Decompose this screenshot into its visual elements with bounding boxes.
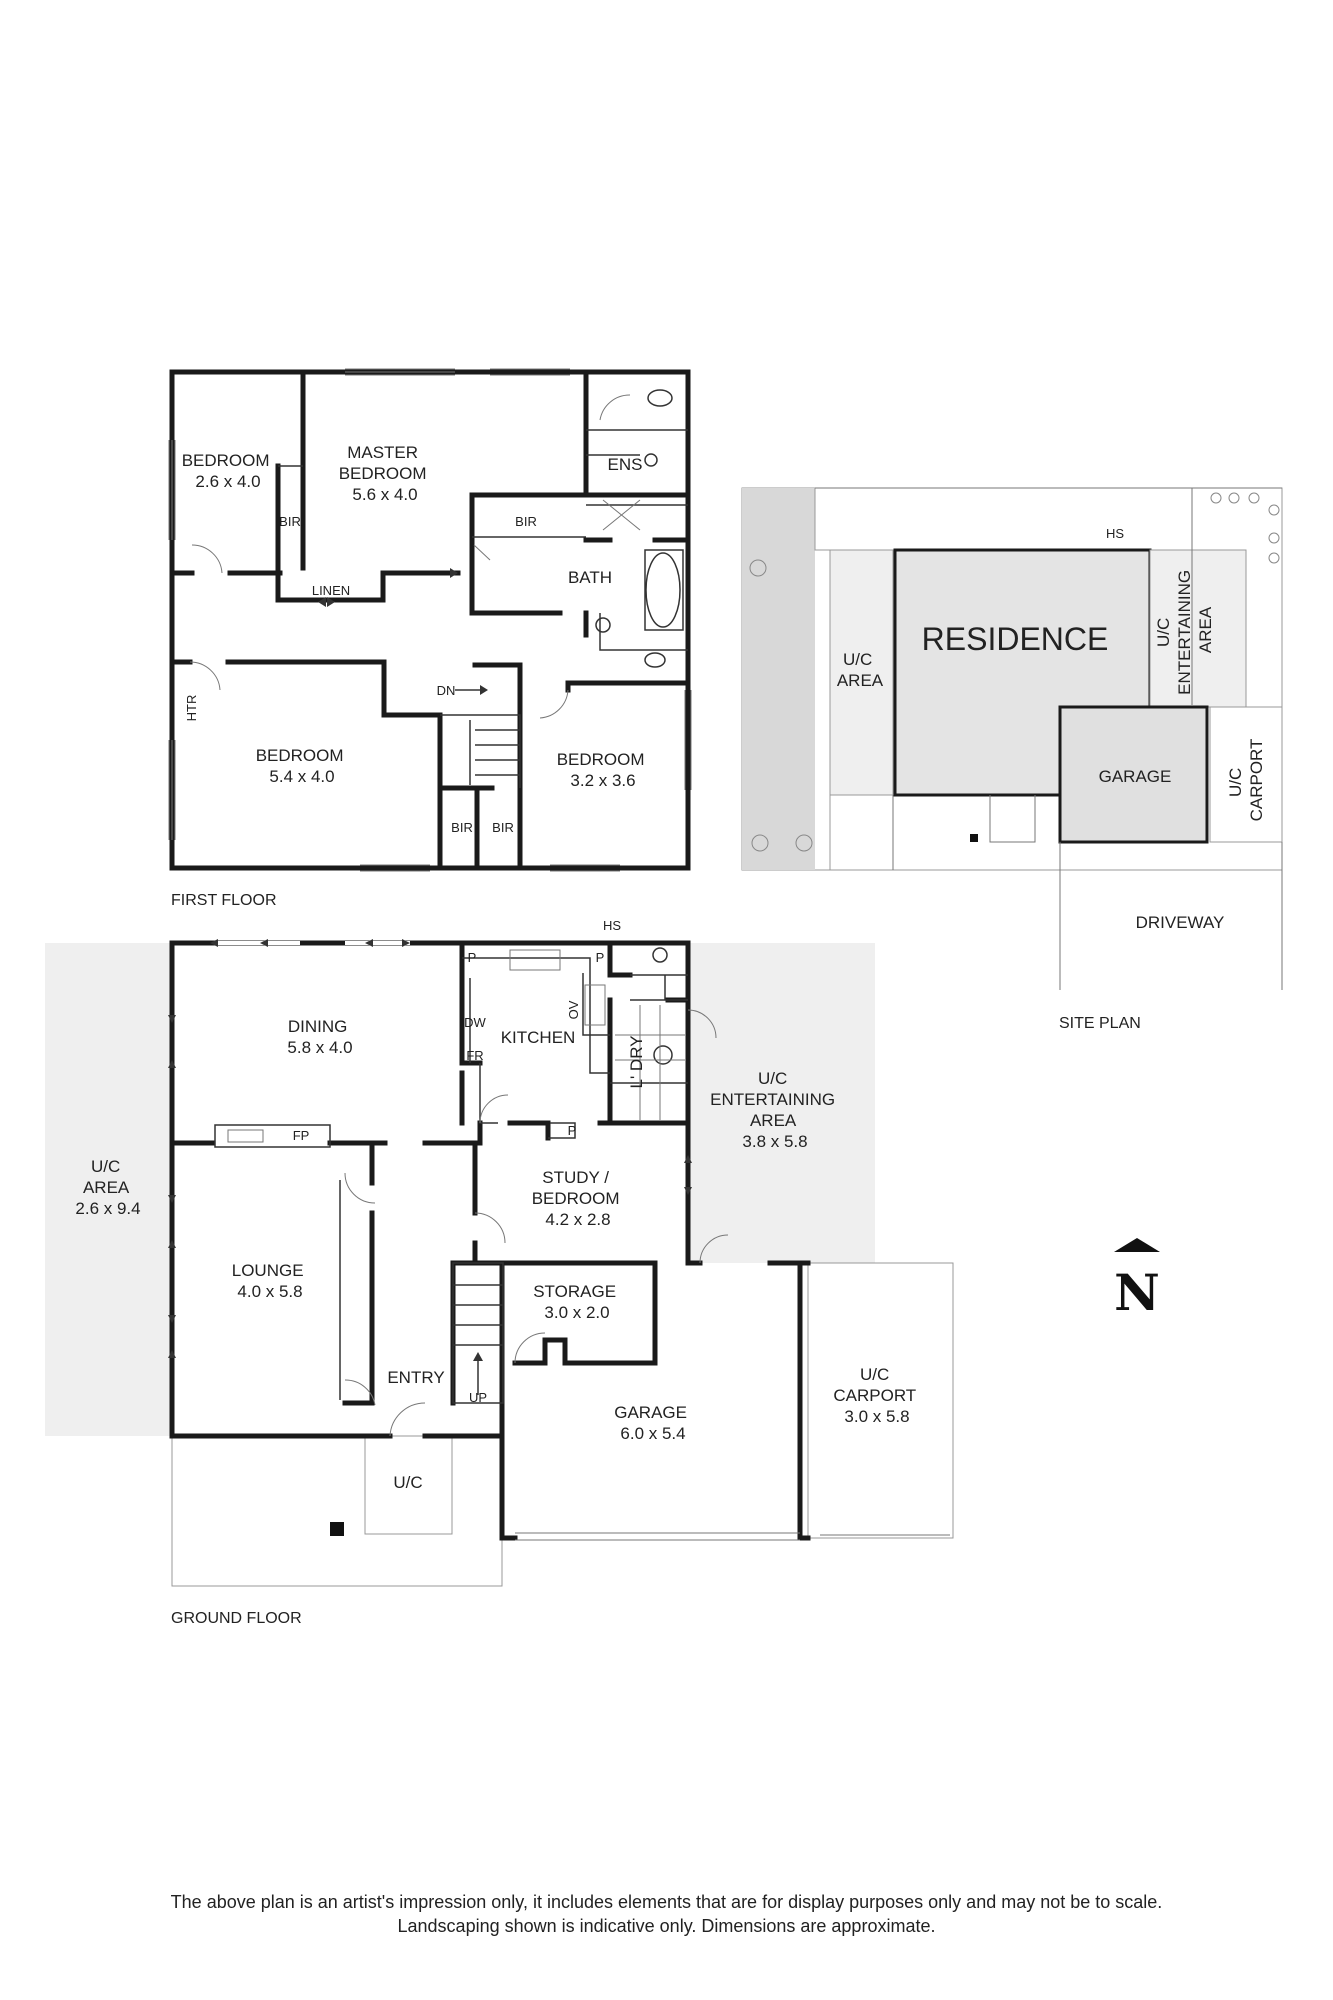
toilet-icon bbox=[644, 652, 666, 668]
label-ens: ENS bbox=[608, 455, 643, 474]
label-study-bedroom: STUDY / BEDROOM 4.2 x 2.8 bbox=[532, 1168, 625, 1229]
bath-enclosure bbox=[644, 549, 684, 631]
label-fr: FR bbox=[466, 1048, 483, 1063]
label-linen: LINEN bbox=[312, 583, 350, 598]
label-master-bedroom: MASTER BEDROOM 5.6 x 4.0 bbox=[339, 443, 432, 504]
label-dw: DW bbox=[464, 1015, 486, 1030]
site-label-uc-entertaining: U/C ENTERTAINING AREA bbox=[1154, 565, 1215, 695]
disclaimer-line-2: Landscaping shown is indicative only. Di… bbox=[397, 1916, 936, 1936]
label-lounge: LOUNGE 4.0 x 5.8 bbox=[232, 1261, 309, 1301]
label-pantry-left: P bbox=[468, 950, 477, 965]
caption-site-plan: SITE PLAN bbox=[1059, 1015, 1141, 1032]
bathtub-icon bbox=[645, 552, 681, 628]
label-fp: FP bbox=[293, 1128, 310, 1143]
uc-area-left bbox=[45, 943, 172, 1436]
laundry-basin-icon bbox=[652, 947, 668, 963]
site-label-hs: HS bbox=[1106, 526, 1124, 541]
stairs-ground-floor bbox=[452, 1262, 504, 1404]
laundry-tub-icon bbox=[653, 1045, 673, 1065]
label-up: UP bbox=[469, 1390, 487, 1405]
label-garage: GARAGE 6.0 x 5.4 bbox=[614, 1403, 691, 1443]
label-laundry: L' DRY bbox=[627, 1035, 646, 1088]
basin-icon bbox=[595, 617, 611, 633]
label-uc-entertaining-area: U/C ENTERTAINING AREA 3.8 x 5.8 bbox=[710, 1069, 840, 1151]
shower-icon bbox=[602, 499, 641, 531]
label-dining: DINING 5.8 x 4.0 bbox=[287, 1017, 352, 1057]
caption-ground-floor: GROUND FLOOR bbox=[171, 1610, 302, 1627]
label-ov: OV bbox=[566, 1000, 581, 1019]
stairs-first-floor bbox=[440, 685, 521, 788]
label-bir-a: BIR bbox=[451, 820, 473, 835]
sink-icon bbox=[509, 949, 561, 971]
label-pantry-study: P bbox=[568, 1123, 577, 1138]
label-uc-area-left: U/C AREA 2.6 x 9.4 bbox=[75, 1157, 140, 1218]
label-dn: DN bbox=[437, 683, 456, 698]
label-uc-front: U/C bbox=[393, 1473, 422, 1492]
label-entry: ENTRY bbox=[387, 1368, 444, 1387]
label-bedroom-sw: BEDROOM 5.4 x 4.0 bbox=[256, 746, 349, 786]
north-arrow: N bbox=[1114, 1238, 1160, 1322]
label-kitchen: KITCHEN bbox=[501, 1028, 576, 1047]
label-bir-nw: BIR bbox=[279, 514, 301, 529]
site-label-driveway: DRIVEWAY bbox=[1136, 913, 1225, 932]
disclaimer-line-1: The above plan is an artist's impression… bbox=[170, 1892, 1163, 1912]
disclaimer: The above plan is an artist's impression… bbox=[0, 1890, 1333, 1938]
north-label: N bbox=[1114, 1263, 1160, 1322]
label-bir-b: BIR bbox=[492, 820, 514, 835]
first-floor-plan: BEDROOM 2.6 x 4.0 MASTER BEDROOM 5.6 x 4… bbox=[168, 368, 692, 909]
ground-floor-plan: HS P P DINING 5.8 x 4.0 KITCHEN DW FR OV… bbox=[45, 918, 954, 1627]
label-htr: HTR bbox=[184, 695, 199, 722]
label-storage: STORAGE 3.0 x 2.0 bbox=[533, 1282, 621, 1322]
cooktop-icon bbox=[584, 984, 606, 1026]
label-bath: BATH bbox=[568, 568, 612, 587]
site-plan: HS RESIDENCE U/C AREA U/C ENTERTAINING A… bbox=[741, 487, 1283, 1032]
site-label-uc-area: U/C AREA bbox=[837, 650, 884, 690]
label-bedroom-nw: BEDROOM 2.6 x 4.0 bbox=[182, 451, 275, 491]
label-bedroom-se: BEDROOM 3.2 x 3.6 bbox=[557, 750, 650, 790]
caption-first-floor: FIRST FLOOR bbox=[171, 892, 277, 909]
label-pantry-right: P bbox=[596, 950, 605, 965]
label-hs: HS bbox=[603, 918, 621, 933]
ens-toilet-icon bbox=[647, 389, 673, 407]
site-label-uc-carport: U/C CARPORT bbox=[1226, 739, 1266, 822]
north-arrow-icon bbox=[1114, 1238, 1160, 1252]
fireplace bbox=[214, 1124, 331, 1148]
label-bir-master: BIR bbox=[515, 514, 537, 529]
site-label-garage: GARAGE bbox=[1099, 767, 1172, 786]
label-uc-carport: U/C CARPORT 3.0 x 5.8 bbox=[833, 1365, 920, 1426]
site-label-residence: RESIDENCE bbox=[922, 621, 1109, 657]
ens-basin-icon bbox=[644, 453, 658, 467]
uc-entertaining-area bbox=[688, 943, 875, 1263]
